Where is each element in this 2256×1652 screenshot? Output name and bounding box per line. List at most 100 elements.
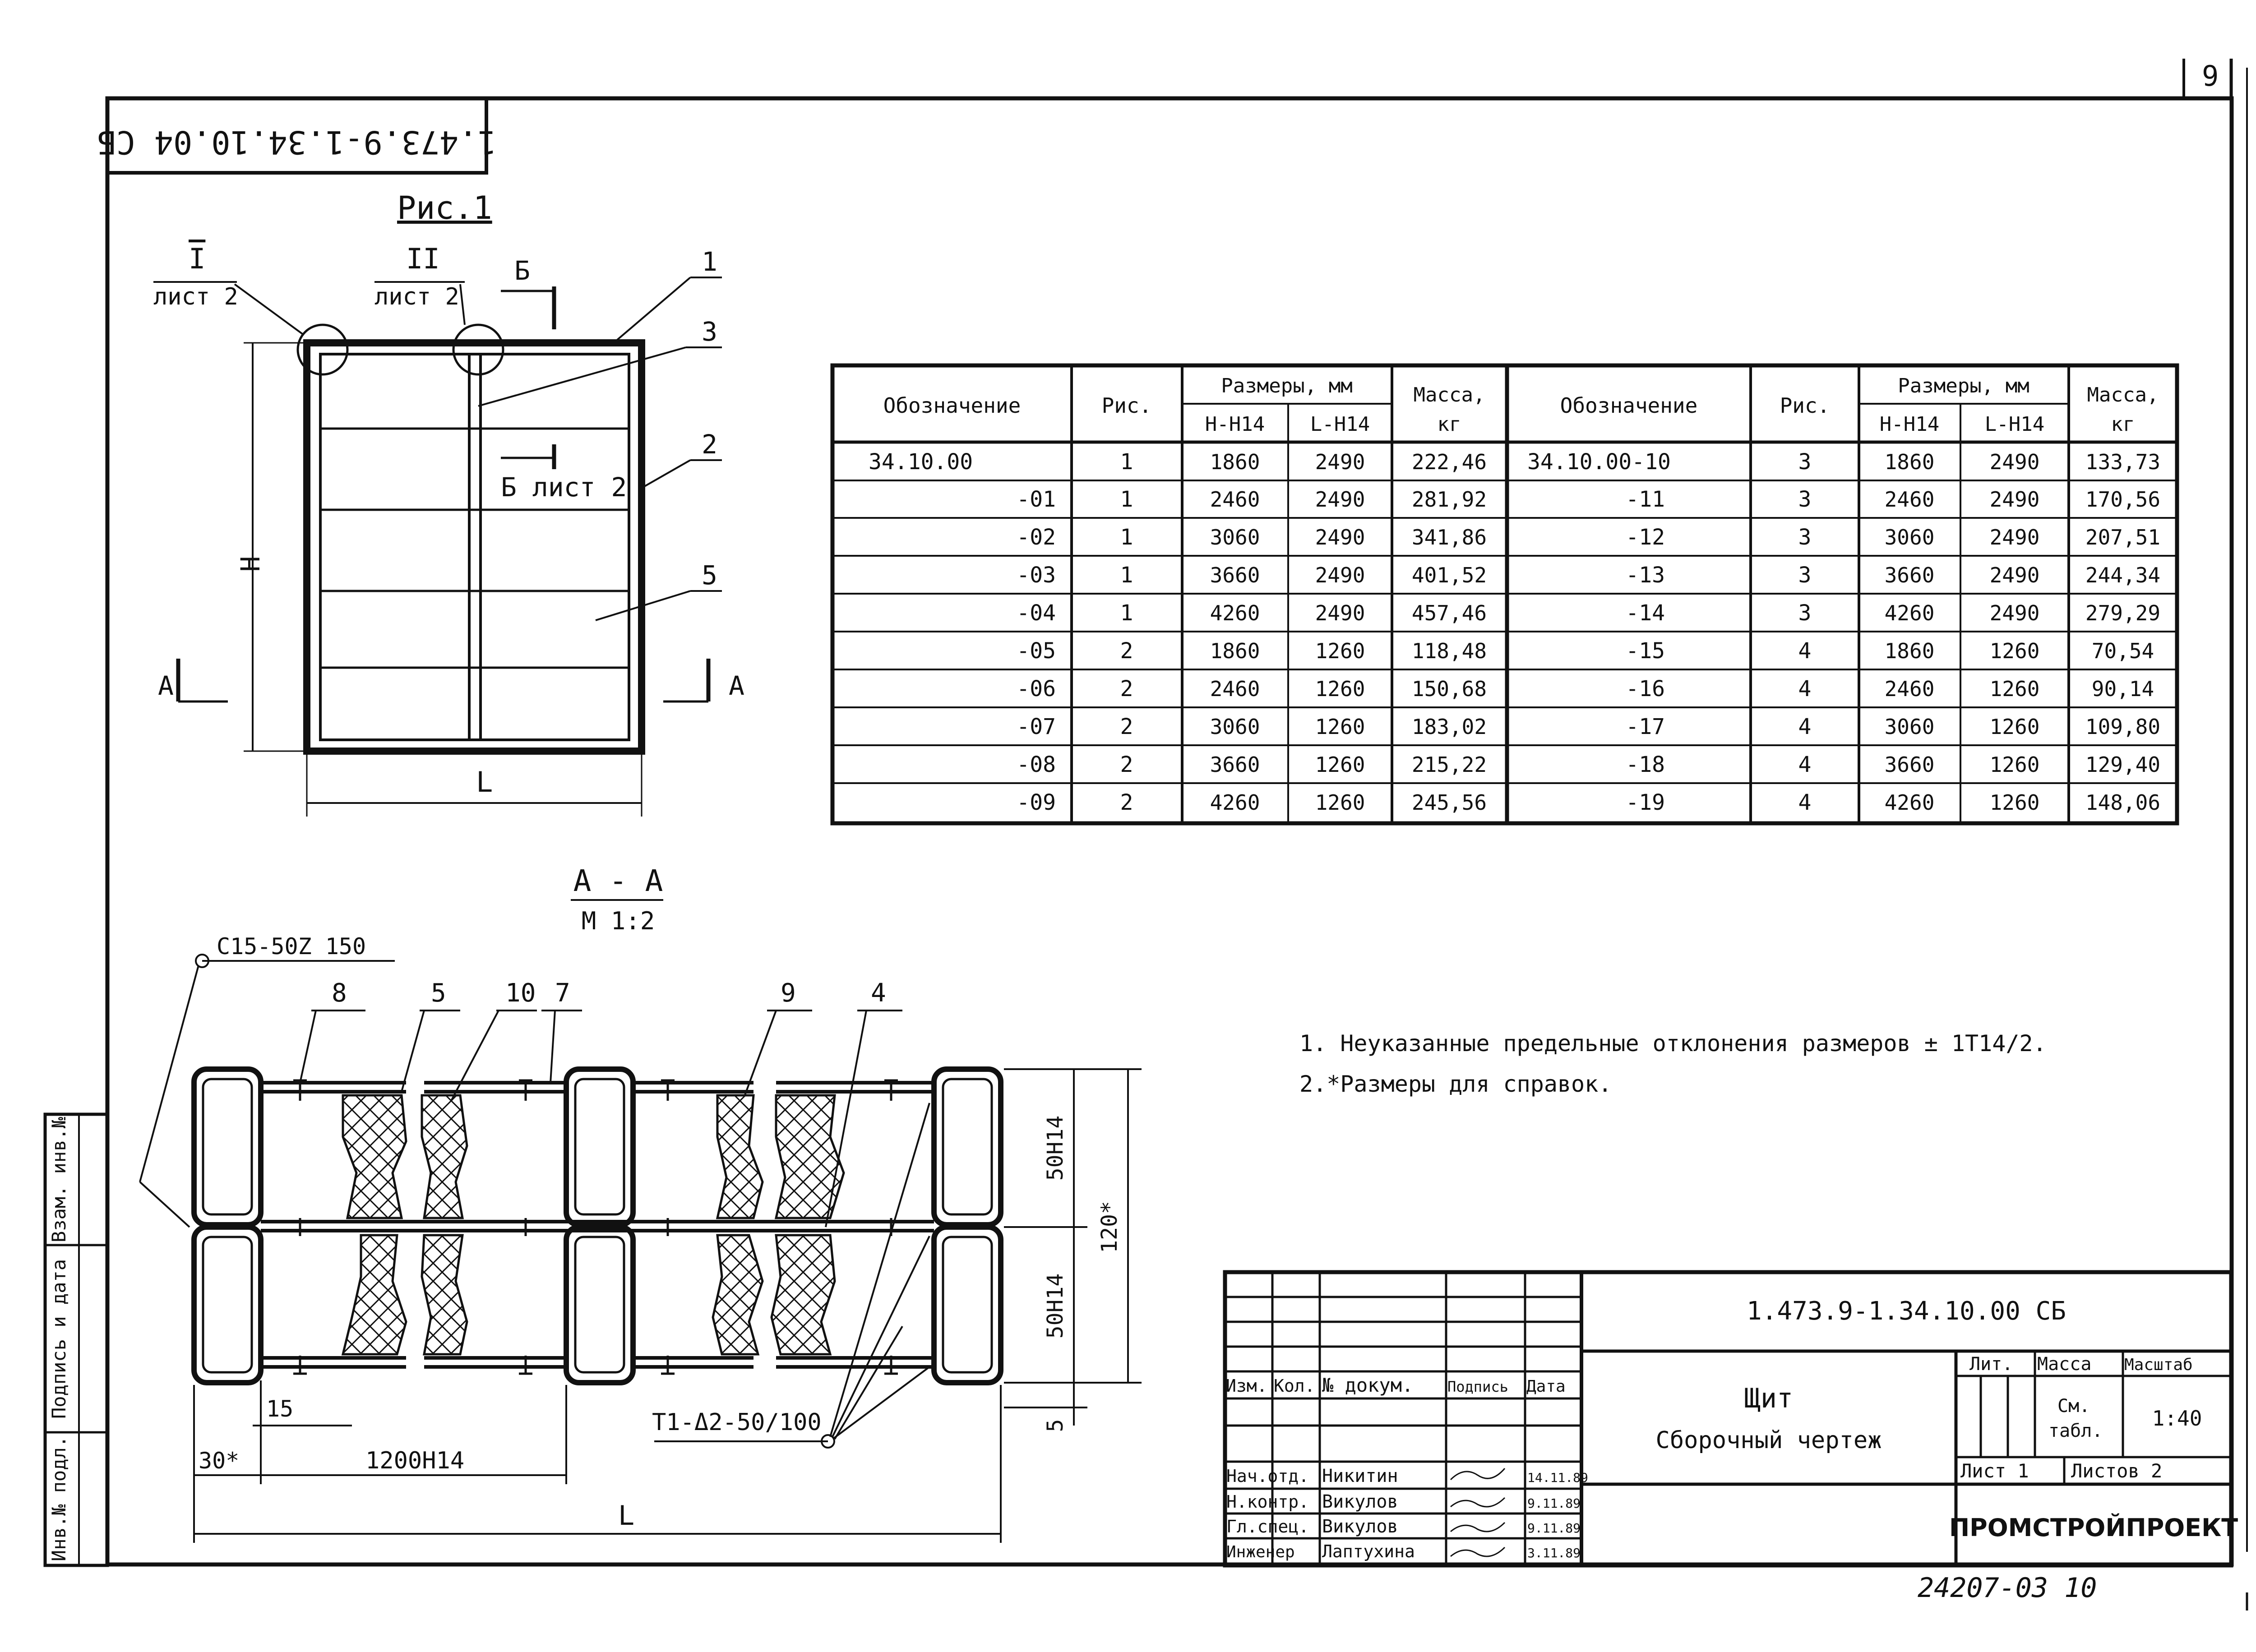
cell-designation: -03 [1017, 563, 1056, 588]
cell-l: 1260 [1315, 715, 1365, 739]
cell-fig: 4 [1798, 752, 1812, 777]
tb-org: ПРОМСТРОЙПРОЕКТ [1949, 1514, 2238, 1542]
dim-50-top: 50Н14 [1043, 1116, 1068, 1181]
tb-role: Нач.отд. [1226, 1466, 1309, 1486]
section-b-label: Б лист 2 [501, 472, 627, 503]
header-fig-right: Рис. [1780, 393, 1830, 418]
cell-l: 2490 [1315, 601, 1365, 625]
table-row: -13 3 3660 2490 244,34 [1626, 563, 2160, 588]
dim-120: 120* [1097, 1201, 1122, 1253]
header-l-left: L-Н14 [1310, 413, 1370, 436]
notes: 1. Неуказанные предельные отклонения раз… [1299, 1030, 2047, 1097]
tb-name: Никитин [1322, 1466, 1398, 1486]
rotated-stamp-text: 1.473.9-1.34.10.04 СБ [97, 124, 496, 161]
cell-mass: 222,46 [1412, 450, 1487, 474]
cell-l: 2490 [1990, 601, 2040, 625]
cell-mass: 244,34 [2085, 563, 2160, 587]
tb-sheet-label: Лист 1 [1960, 1460, 2029, 1482]
cell-l: 2490 [1315, 563, 1365, 587]
tb-role-row: Н.контр. Викулов 9.11.89 [1226, 1491, 1581, 1512]
cell-l: 2490 [1315, 450, 1365, 474]
cell-l: 2490 [1315, 525, 1365, 549]
cell-fig: 2 [1120, 752, 1133, 777]
cell-h: 1860 [1885, 639, 1935, 663]
cell-h: 3660 [1885, 563, 1935, 587]
note-2: 2.*Размеры для справок. [1299, 1071, 1612, 1097]
table-row: -03 1 3660 2490 401,52 [1017, 563, 1487, 588]
cell-designation: -12 [1626, 525, 1665, 550]
table-row: -19 4 4260 1260 148,06 [1626, 790, 2160, 815]
cell-designation: -04 [1017, 600, 1056, 626]
cell-fig: 1 [1120, 449, 1133, 475]
cell-l: 1260 [1990, 677, 2040, 701]
table-row: -15 4 1860 1260 70,54 [1626, 638, 2154, 664]
cell-l: 1260 [1990, 715, 2040, 739]
tb-name-line1: Щит [1744, 1383, 1793, 1414]
spec-table: Обозначение Рис. Размеры, мм Н-Н14 L-Н14… [830, 363, 2179, 826]
dim-1200: 1200Н14 [365, 1447, 464, 1474]
pos-label-7: 7 [555, 978, 570, 1008]
tb-lit-label: Лит. [1969, 1354, 2013, 1375]
cell-fig: 4 [1798, 790, 1812, 815]
table-row: 34.10.00 1 1860 2490 222,46 [869, 449, 1487, 475]
tb-role: Инженер [1226, 1543, 1295, 1561]
header-mass-unit-left: кг [1438, 413, 1461, 436]
table-row: -12 3 3060 2490 207,51 [1626, 525, 2160, 550]
tb-doc-code: 1.473.9-1.34.10.00 СБ [1747, 1297, 2066, 1326]
tb-mass-label: Масса [2037, 1354, 2091, 1375]
table-row: -14 3 4260 2490 279,29 [1626, 600, 2160, 626]
cell-designation: -15 [1626, 638, 1665, 664]
header-sizes-left: Размеры, мм [1221, 374, 1352, 397]
header-l-right: L-Н14 [1985, 413, 2044, 436]
fig1-pos-1: 1 [702, 246, 717, 277]
header-designation-right: Обозначение [1560, 393, 1698, 418]
cell-h: 3660 [1210, 563, 1260, 587]
tb-mass-value-1: См. [2057, 1396, 2090, 1417]
cell-h: 4260 [1210, 601, 1260, 625]
cell-mass: 341,86 [1412, 525, 1487, 549]
pos-label-10: 10 [505, 978, 536, 1008]
cell-fig: 2 [1120, 638, 1133, 664]
tb-role: Гл.спец. [1226, 1517, 1309, 1537]
fig1-title: Рис.1 [397, 189, 492, 226]
tb-col-izm: Изм. [1226, 1376, 1267, 1396]
cell-fig: 1 [1120, 563, 1133, 588]
section-scale: М 1:2 [582, 907, 655, 935]
cell-designation: -17 [1626, 714, 1665, 739]
header-sizes-right: Размеры, мм [1898, 374, 2029, 397]
cell-l: 1260 [1990, 752, 2040, 777]
cell-fig: 2 [1120, 676, 1133, 701]
pos-label-9: 9 [781, 978, 796, 1008]
header-fig-left: Рис. [1102, 393, 1152, 418]
table-row: -11 3 2460 2490 170,56 [1626, 487, 2160, 512]
cell-mass: 118,48 [1412, 639, 1487, 663]
cell-l: 1260 [1315, 790, 1365, 815]
dim-30: 30* [199, 1448, 239, 1474]
cell-h: 1860 [1210, 639, 1260, 663]
cell-h: 3660 [1885, 752, 1935, 777]
callout-2-sheet: лист 2 [374, 283, 459, 310]
cell-designation: -16 [1626, 676, 1665, 701]
tb-name-line2: Сборочный чертеж [1656, 1427, 1882, 1454]
rotated-stamp: 1.473.9-1.34.10.04 СБ [97, 97, 497, 175]
cell-h: 3060 [1885, 525, 1935, 549]
tb-date: 3.11.89 [1527, 1546, 1581, 1560]
cell-l: 1260 [1990, 790, 2040, 815]
dim-50-bottom: 50Н14 [1043, 1274, 1068, 1339]
cell-mass: 70,54 [2092, 639, 2154, 663]
cell-h: 1860 [1210, 450, 1260, 474]
callout-1-sheet: лист 2 [153, 283, 238, 310]
weld-top: С15-50Z 150 [217, 933, 366, 960]
cell-designation: 34.10.00-10 [1527, 449, 1671, 475]
cell-h: 3660 [1210, 752, 1260, 777]
cell-fig: 1 [1120, 600, 1133, 626]
tb-name: Лаптухина [1322, 1541, 1415, 1561]
tb-col-doc: № докум. [1322, 1374, 1413, 1396]
cell-h: 2460 [1885, 487, 1935, 512]
table-row: -01 1 2460 2490 281,92 [1017, 487, 1487, 512]
title-block: Изм. Кол. № докум. Подпись Дата Нач.отд.… [1223, 1270, 2238, 1568]
cell-h: 2460 [1210, 677, 1260, 701]
cell-designation: -01 [1017, 487, 1056, 512]
table-row: -16 4 2460 1260 90,14 [1626, 676, 2154, 701]
dim-5: 5 [1043, 1419, 1068, 1432]
